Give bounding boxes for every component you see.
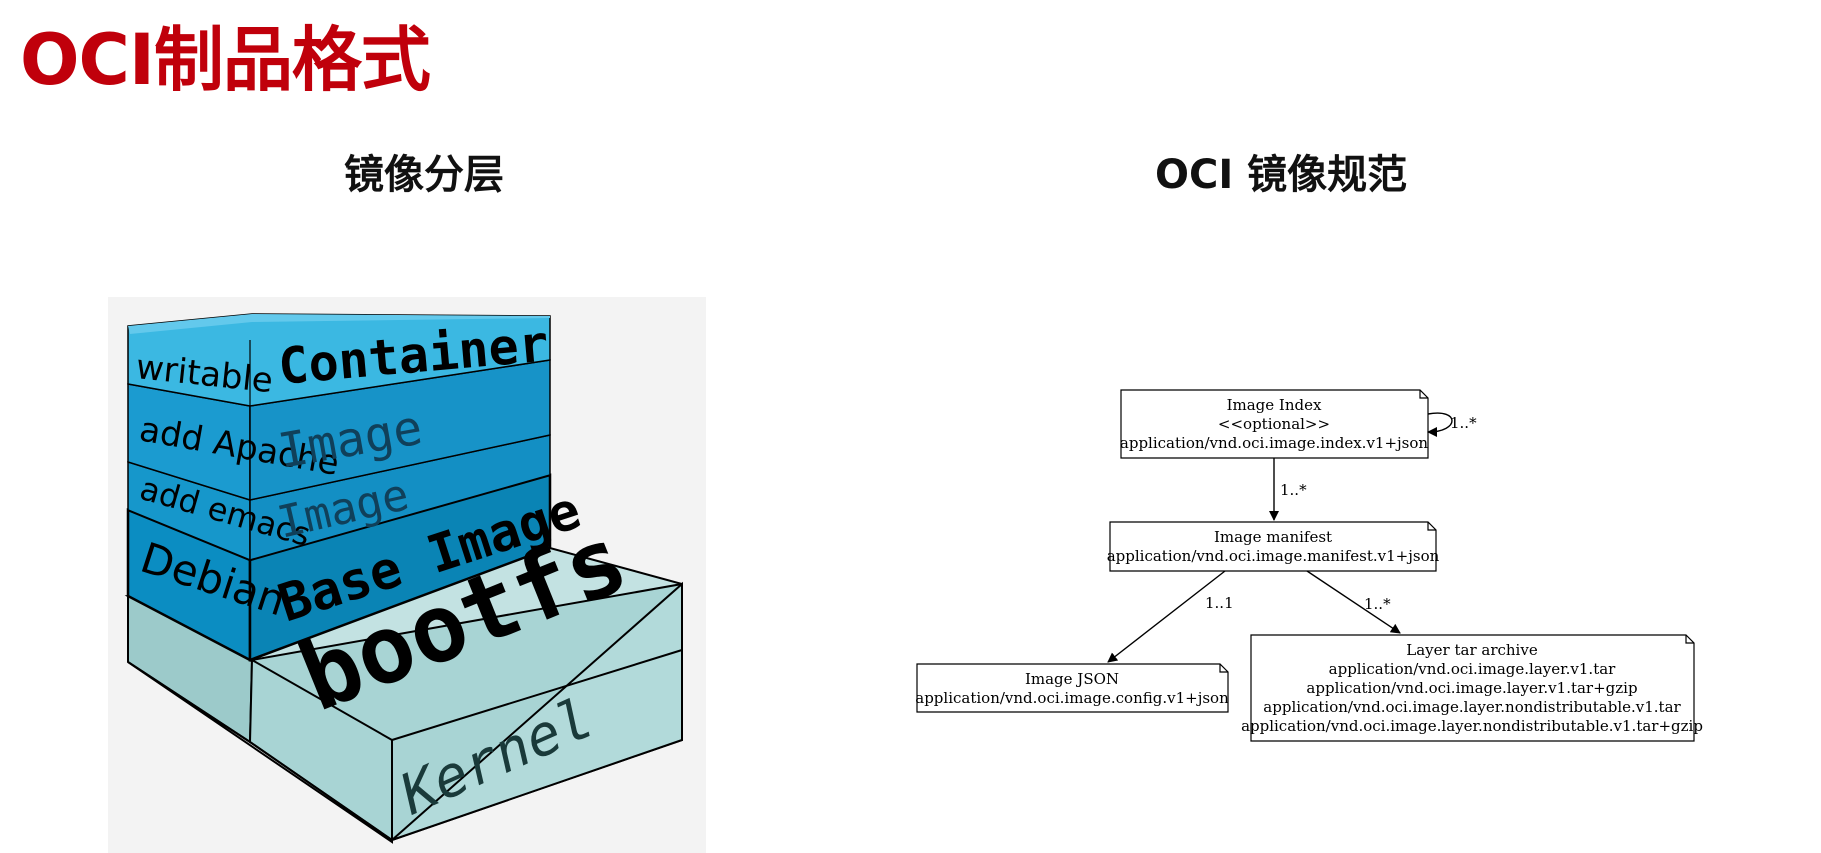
index-self-loop: [1427, 412, 1453, 437]
manifest-layer-edge: [1306, 570, 1401, 634]
layers-heading: 镜像分层: [344, 152, 504, 198]
config-node: Image JSON application/vnd.oci.image.con…: [915, 663, 1229, 713]
oci-spec-diagram: Image Index <<optional>> application/vnd…: [915, 389, 1703, 742]
layer-node: Layer tar archive application/vnd.oci.im…: [1241, 634, 1703, 742]
layer-media-type: application/vnd.oci.image.layer.nondistr…: [1241, 717, 1703, 735]
index-manifest-label: 1..*: [1280, 481, 1307, 499]
manifest-name: Image manifest: [1214, 528, 1332, 546]
container-layer: [127, 313, 551, 407]
index-note: <<optional>>: [1218, 415, 1330, 433]
index-media-type: application/vnd.oci.image.index.v1+json: [1120, 434, 1428, 452]
page-title: OCI制品格式: [20, 19, 431, 101]
manifest-config-label: 1..1: [1205, 594, 1234, 612]
index-self-label: 1..*: [1450, 414, 1477, 432]
manifest-layer-label: 1..*: [1364, 595, 1391, 613]
spec-heading: OCI 镜像规范: [1155, 152, 1408, 198]
index-name: Image Index: [1227, 396, 1322, 414]
manifest-media-type: application/vnd.oci.image.manifest.v1+js…: [1107, 547, 1440, 565]
index-node: Image Index <<optional>> application/vnd…: [1120, 389, 1429, 459]
layer-media-type: application/vnd.oci.image.layer.v1.tar: [1329, 660, 1617, 678]
layer-name: Layer tar archive: [1406, 641, 1538, 659]
manifest-config-edge: [1107, 570, 1226, 663]
manifest-node: Image manifest application/vnd.oci.image…: [1107, 521, 1440, 572]
layer-media-type: application/vnd.oci.image.layer.v1.tar+g…: [1306, 679, 1637, 697]
layers-illustration: writable Container add Apache Image add …: [108, 297, 706, 853]
config-name: Image JSON: [1025, 670, 1119, 688]
layer-media-type: application/vnd.oci.image.layer.nondistr…: [1263, 698, 1681, 716]
config-media-type: application/vnd.oci.image.config.v1+json: [915, 689, 1229, 707]
